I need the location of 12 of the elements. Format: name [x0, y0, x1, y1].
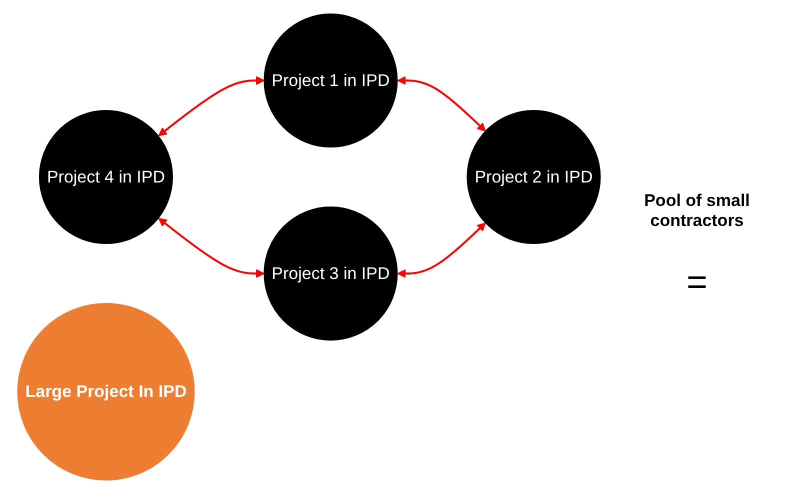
node-circle — [38, 110, 173, 244]
arrow — [397, 76, 486, 132]
equals-sign: = — [686, 261, 708, 303]
arrow — [158, 76, 265, 136]
network-diagram: Project 1 in IPD Project 4 in IPD Project 2 in IPD Large Project In IPD Project 3 in IPD — [6, 6, 612, 488]
node-circle — [264, 206, 398, 341]
node-circle — [264, 14, 398, 148]
group-label: Pool of small contractors — [643, 191, 751, 231]
arrow — [397, 222, 486, 278]
node-circle — [17, 303, 195, 480]
node-circle — [466, 110, 601, 244]
arrow — [158, 218, 265, 278]
